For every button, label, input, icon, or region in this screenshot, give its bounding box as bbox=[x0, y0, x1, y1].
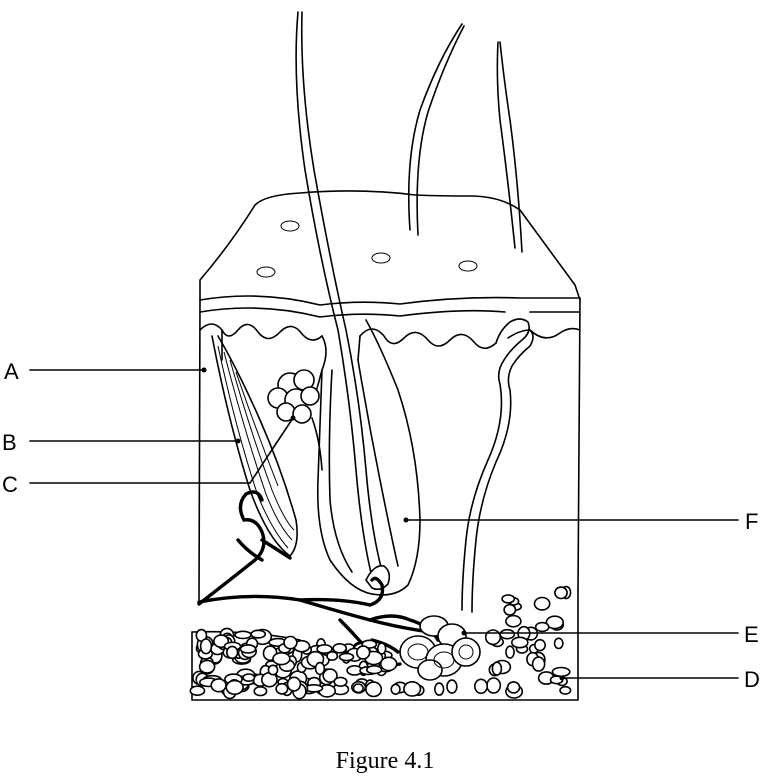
fat-cell bbox=[314, 661, 326, 676]
fat-cell bbox=[534, 621, 550, 633]
fat-cell bbox=[486, 677, 502, 694]
fat-cell bbox=[531, 656, 546, 672]
fat-cell bbox=[272, 651, 291, 666]
fat-cell bbox=[286, 676, 302, 692]
epidermis bbox=[199, 190, 581, 318]
fat-cell bbox=[253, 685, 268, 697]
fat-cell bbox=[356, 645, 371, 660]
label-e: E bbox=[744, 622, 759, 647]
fat-cell bbox=[275, 682, 289, 695]
figure-caption: Figure 4.1 bbox=[336, 748, 435, 774]
arrector-pili-muscle bbox=[211, 335, 298, 557]
fat-cell bbox=[505, 614, 522, 628]
fat-cell bbox=[250, 629, 267, 639]
fat-cell bbox=[316, 643, 333, 654]
fat-cell bbox=[446, 679, 458, 694]
label-a: A bbox=[4, 359, 19, 384]
fat-cell bbox=[554, 586, 568, 600]
fat-cell bbox=[403, 681, 422, 697]
hair-shafts bbox=[295, 11, 523, 586]
sebaceous-gland bbox=[267, 369, 323, 471]
fat-cell bbox=[225, 679, 244, 696]
fat-cell bbox=[332, 642, 348, 654]
label-b: B bbox=[2, 430, 17, 455]
fat-cell bbox=[553, 637, 564, 650]
fat-cell bbox=[533, 638, 546, 652]
fat-cell bbox=[510, 636, 529, 649]
fat-cell bbox=[434, 682, 445, 696]
fat-cell bbox=[501, 594, 516, 604]
fat-cell bbox=[545, 615, 564, 630]
sweat-gland-coil bbox=[399, 615, 481, 681]
fat-cell bbox=[210, 678, 227, 693]
fat-cell bbox=[234, 630, 252, 640]
fat-cell bbox=[559, 685, 572, 695]
fat-cell bbox=[189, 685, 206, 697]
label-d: D bbox=[744, 667, 760, 692]
fat-cell bbox=[473, 678, 488, 695]
fat-cell bbox=[390, 683, 401, 695]
fat-cell bbox=[506, 681, 521, 694]
subcutaneous-fat-layer bbox=[189, 585, 579, 701]
fat-cell bbox=[326, 650, 339, 661]
fat-cell bbox=[239, 644, 257, 654]
fat-cell bbox=[484, 629, 502, 646]
fat-cell bbox=[505, 645, 515, 659]
fat-cell bbox=[491, 661, 503, 676]
fat-cell bbox=[333, 676, 348, 687]
fat-cell bbox=[283, 635, 298, 650]
fat-cell bbox=[499, 628, 516, 640]
fat-cell bbox=[551, 666, 571, 678]
fat-cell bbox=[366, 664, 383, 675]
fat-cell bbox=[322, 668, 338, 683]
label-f: F bbox=[745, 509, 758, 534]
fat-cell bbox=[198, 659, 216, 674]
fat-cell bbox=[533, 596, 551, 611]
fat-cell bbox=[338, 652, 355, 662]
fat-cell bbox=[376, 642, 387, 655]
fat-cell bbox=[242, 673, 256, 682]
hair-follicle bbox=[316, 319, 421, 596]
label-leaders bbox=[29, 367, 739, 681]
fat-cell bbox=[503, 603, 517, 616]
sweat-gland-duct bbox=[461, 318, 534, 613]
fat-cell bbox=[199, 638, 213, 655]
fat-cell bbox=[365, 681, 383, 698]
fat-cell bbox=[379, 656, 398, 672]
label-c: C bbox=[2, 472, 18, 497]
fat-cell bbox=[226, 645, 239, 660]
fat-cell bbox=[267, 664, 279, 676]
fat-cell bbox=[352, 683, 364, 694]
